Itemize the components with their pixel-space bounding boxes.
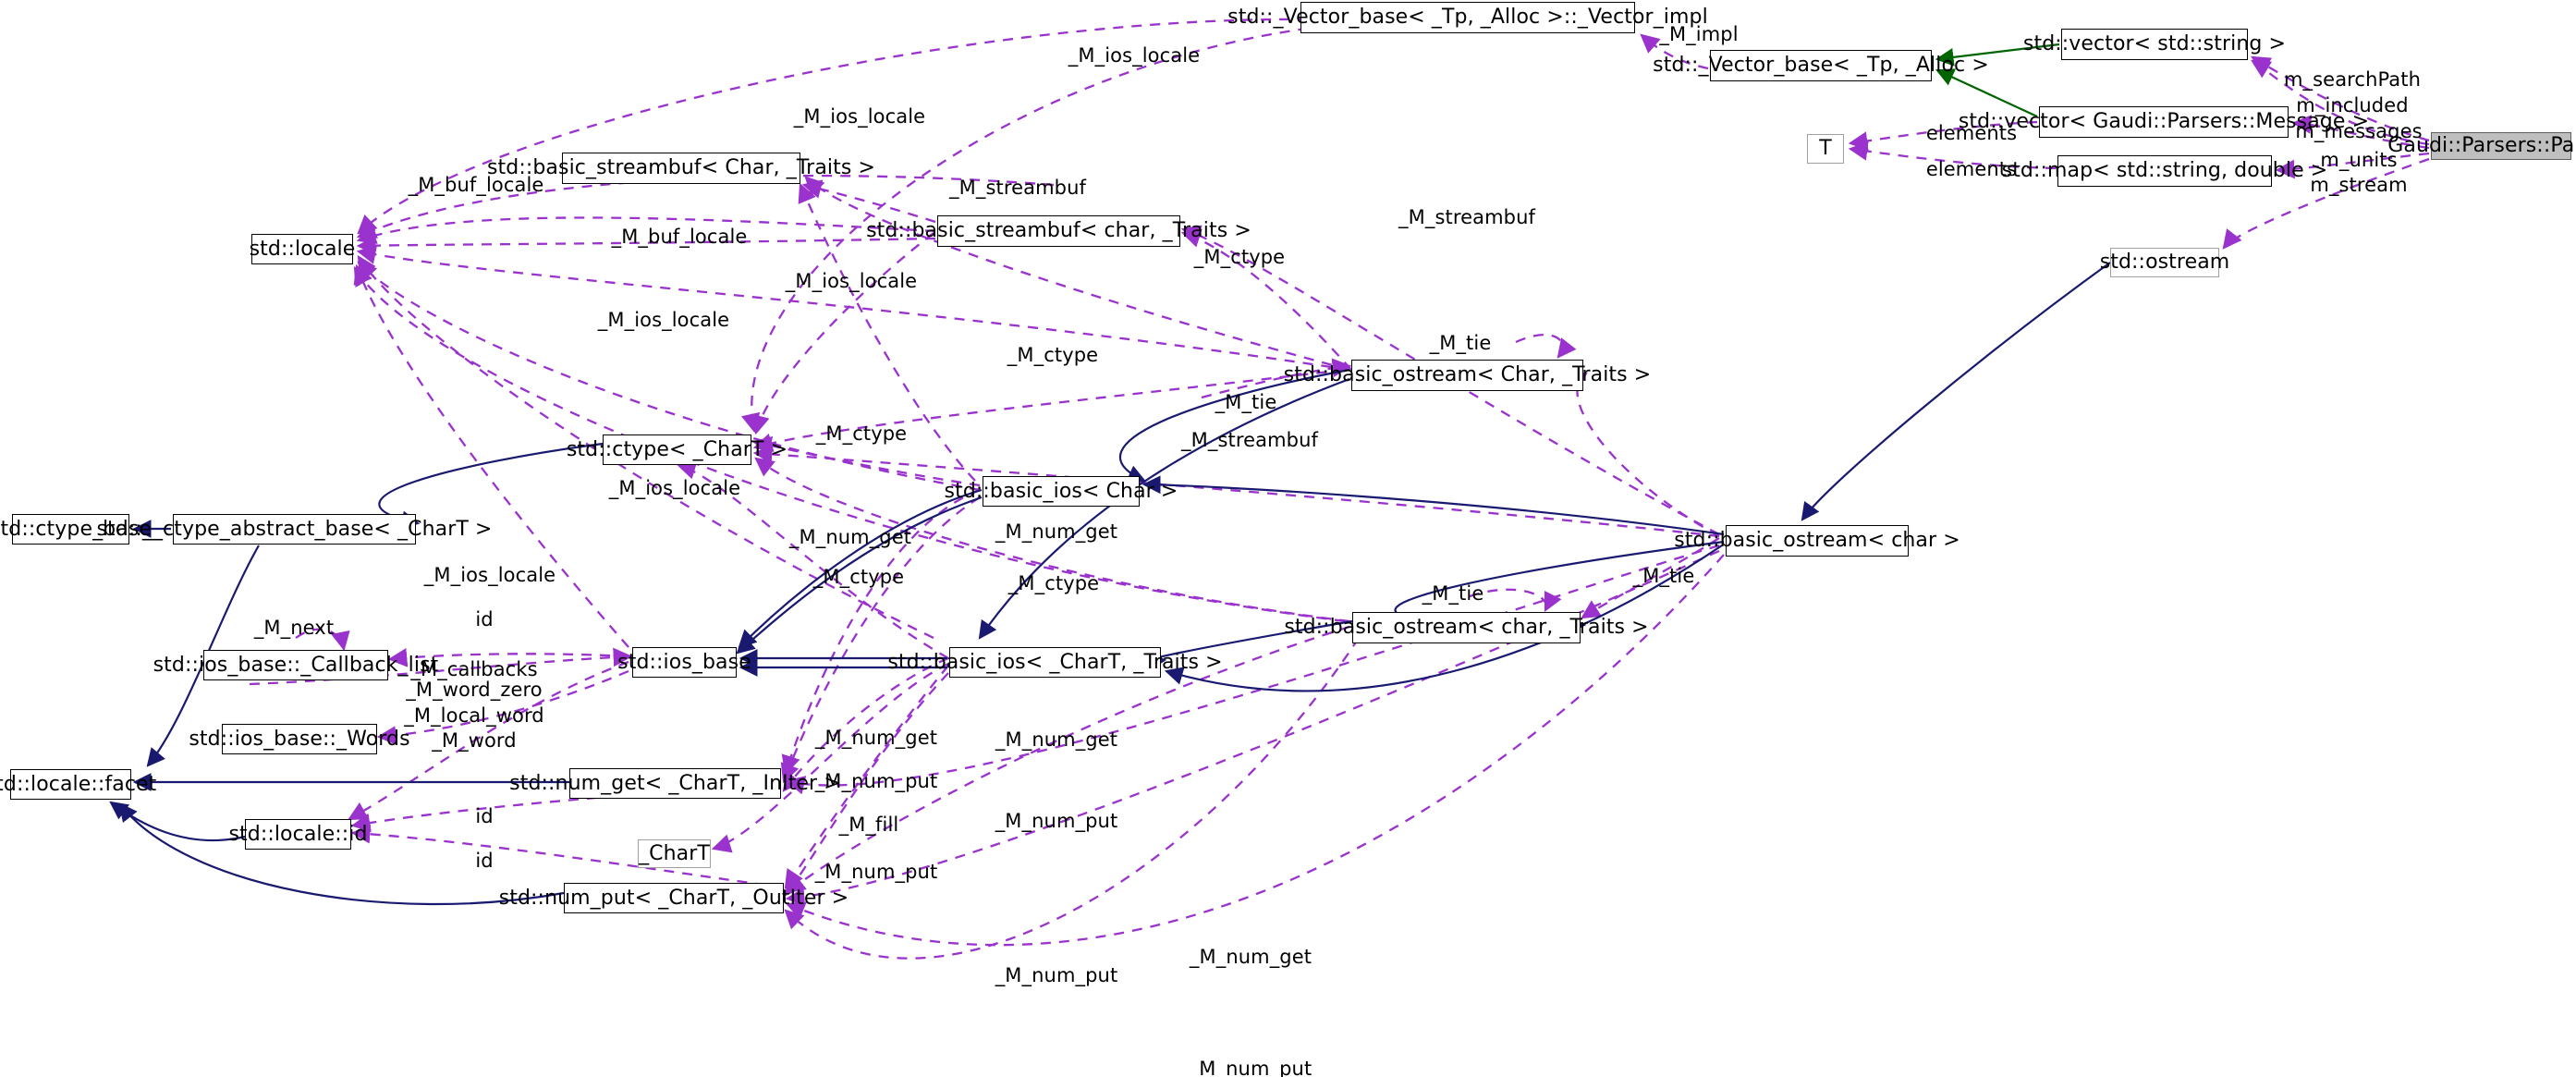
- inheritance-edges: [109, 262, 2111, 906]
- node-t_param[interactable]: T: [1807, 134, 1844, 164]
- edge-label-l19: _M_tie: [1215, 391, 1277, 413]
- edge-label-l2: _M_impl: [1659, 23, 1739, 45]
- node-parser[interactable]: Gaudi::Parsers::Parser: [2387, 132, 2576, 160]
- edge-label-l44: _M_num_put: [1189, 1058, 1312, 1077]
- edge-label-l23: _M_num_get: [788, 526, 912, 548]
- node-vector_base_impl[interactable]: std::_Vector_base< _Tp, _Alloc >::_Vecto…: [1227, 2, 1708, 33]
- edge-label-l18: _M_ctype: [1007, 344, 1099, 366]
- edge-label-l40: id: [475, 850, 494, 872]
- edge-label-l4: elements: [1925, 122, 2018, 144]
- node-basic_ostream_char[interactable]: std::basic_ostream< char >: [1674, 525, 1960, 557]
- node-basic_ios_CharT[interactable]: std::basic_ios< _CharT, _Traits >: [887, 647, 1223, 678]
- node-num_put[interactable]: std::num_put< _CharT, _OutIter >: [499, 883, 848, 913]
- edge-label-l41: _M_num_put: [814, 861, 938, 883]
- node-locale[interactable]: std::locale: [250, 234, 355, 264]
- edge-label-l22: _M_ios_locale: [608, 477, 741, 499]
- node-map_string_double[interactable]: std::map< std::string, double >: [2002, 155, 2327, 187]
- node-locale_facet[interactable]: std::locale::facet: [0, 769, 156, 800]
- node-vector_string[interactable]: std::vector< std::string >: [2023, 29, 2286, 60]
- edge-label-l37: _M_num_put: [814, 770, 938, 792]
- edge-label-l10: _M_buf_locale: [408, 174, 544, 196]
- edge-label-l33: _M_word_zero _M_local_word_M_word: [404, 678, 543, 754]
- node-vector_base[interactable]: std::_Vector_base< _Tp, _Alloc >: [1653, 50, 1989, 81]
- edge-label-line: _M_local_word: [404, 704, 544, 727]
- edge-label-l26: _M_ctype: [1007, 572, 1100, 594]
- edge-label-l27: _M_ios_locale: [423, 564, 556, 586]
- edge-label-line: _M_word_zero: [406, 679, 543, 701]
- edge-label-l36: id: [475, 805, 494, 827]
- edge-label-l24: _M_num_get: [995, 520, 1118, 543]
- edge-label-l12: _M_streambuf: [1398, 206, 1535, 228]
- edge-label-line: _M_word: [432, 729, 517, 753]
- edge-label-l6: m_units: [2320, 149, 2398, 171]
- edge-label-l9: _M_ios_locale: [793, 105, 926, 128]
- edge-label-l16: _M_ios_locale: [597, 309, 730, 331]
- edge-label-l43: _M_num_get: [1189, 946, 1312, 968]
- edge-label-l8: m_stream: [2310, 174, 2408, 196]
- node-basic_ios_Char[interactable]: std::basic_ios< Char >: [945, 476, 1178, 507]
- edge-label-l34: _M_num_get: [814, 727, 938, 749]
- node-basic_streambuf_char[interactable]: std::basic_streambuf< char, _Traits >: [866, 215, 1251, 247]
- edge-label-line: m_searchPath: [2283, 68, 2422, 91]
- edge-label-l21: _M_ctype: [815, 422, 908, 445]
- edge-label-l1: _M_ios_locale: [1068, 44, 1201, 67]
- edge-label-l38: _M_num_put: [995, 810, 1118, 832]
- edge-label-l11: _M_streambuf: [949, 177, 1086, 199]
- node-ctype_abstract_base[interactable]: std::__ctype_abstract_base< _CharT >: [96, 514, 492, 545]
- edge-label-l5: m_messages: [2295, 120, 2423, 142]
- node-ostream[interactable]: std::ostream: [2100, 248, 2229, 277]
- edge-label-l39: _M_fill: [838, 814, 899, 836]
- edge-label-l17: _M_tie: [1429, 332, 1492, 354]
- edge-label-l14: _M_ctype: [1193, 246, 1286, 268]
- edge-label-l31: id: [475, 608, 494, 630]
- node-vector_message[interactable]: std::vector< Gaudi::Parsers::Message >: [1959, 106, 2369, 138]
- node-charT_param[interactable]: _CharT: [638, 839, 711, 868]
- node-num_get[interactable]: std::num_get< _CharT, _InIter >: [509, 768, 841, 799]
- node-ios_base_words[interactable]: std::ios_base::_Words: [189, 724, 410, 754]
- node-callback_list[interactable]: std::ios_base::_Callback_list: [153, 650, 438, 680]
- edge-label-l7: elements: [1925, 158, 2018, 180]
- node-ctype_base[interactable]: std::ctype_base: [0, 514, 152, 545]
- edge-label-l13: _M_buf_locale: [611, 226, 748, 248]
- edge-label-l32: _M_callbacks: [410, 658, 538, 680]
- edge-label-line: m_included: [2296, 93, 2409, 116]
- node-basic_streambuf_Char[interactable]: std::basic_streambuf< Char, _Traits >: [487, 153, 875, 184]
- edge-label-l25: _M_ctype: [812, 566, 905, 588]
- node-ios_base[interactable]: std::ios_base: [617, 647, 751, 678]
- edge-label-l42: _M_num_put: [995, 964, 1118, 986]
- node-locale_id[interactable]: std::locale::id: [228, 819, 367, 850]
- edge-label-l28: _M_tie: [1422, 582, 1484, 605]
- edge-label-l35: _M_num_get: [995, 728, 1118, 751]
- node-basic_ostream_Char[interactable]: std::basic_ostream< Char, _Traits >: [1284, 360, 1651, 391]
- edge-label-l30: _M_next: [253, 617, 335, 639]
- node-basic_ostream_char_traits[interactable]: std::basic_ostream< char, _Traits >: [1284, 612, 1649, 643]
- edge-label-l29: _M_tie: [1632, 565, 1695, 587]
- node-ctype_CharT[interactable]: std::ctype< _CharT >: [567, 434, 787, 465]
- edge-label-l15: _M_ios_locale: [785, 270, 918, 292]
- edge-label-l20: _M_streambuf: [1181, 429, 1318, 451]
